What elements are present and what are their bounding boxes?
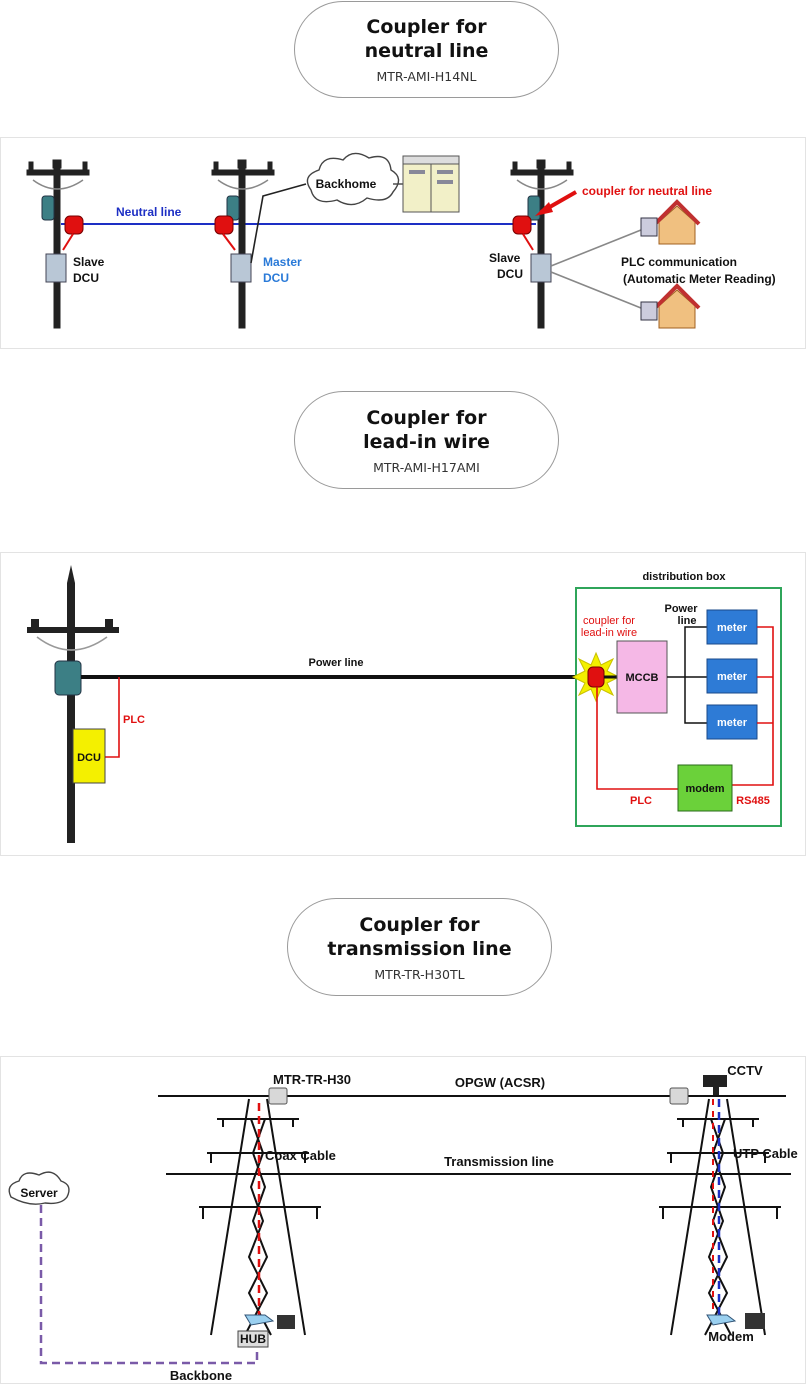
distribution-box-label: distribution box xyxy=(642,571,726,583)
neutral-line-diagram-panel: Neutral line Backhome coupler for neutra… xyxy=(0,137,806,349)
transmission-line-title-2: transmission line xyxy=(327,938,512,960)
mtr-label: MTR-TR-H30 xyxy=(273,1072,351,1087)
opgw-label: OPGW (ACSR) xyxy=(455,1075,545,1090)
server-cloud-icon xyxy=(8,1171,70,1205)
meter-label-2: meter xyxy=(717,671,748,683)
coupler-icon-3 xyxy=(512,215,532,235)
coupler-neutral-label: coupler for neutral line xyxy=(582,184,712,198)
server-cabinet-icon xyxy=(402,155,460,213)
power-line-label: Power line xyxy=(308,657,363,669)
meter-label-1: meter xyxy=(717,622,748,634)
neutral-line-model: MTR-AMI-H14NL xyxy=(376,69,477,84)
coupler-icon-2 xyxy=(214,215,234,235)
dcu-box-icon xyxy=(230,253,252,283)
neutral-line-diagram: Neutral line Backhome coupler for neutra… xyxy=(26,152,776,329)
meter-label-3: meter xyxy=(717,717,748,729)
master-dcu-label-1: Master xyxy=(263,255,302,269)
pole-master xyxy=(211,159,275,329)
backhome-label: Backhome xyxy=(316,177,377,191)
mtr-coupler-icon xyxy=(268,1087,288,1105)
hub-device-icon xyxy=(237,1314,295,1348)
lead-in-wire-diagram: Power line PLC DCU distribution box coup… xyxy=(27,565,782,843)
backbone-label: Backbone xyxy=(170,1368,232,1383)
dcu-box-icon xyxy=(45,253,67,283)
plc-bottom-label: PLC xyxy=(630,795,652,807)
meter-box-1 xyxy=(706,609,758,645)
rs485-label: RS485 xyxy=(736,795,770,807)
backhome-cloud-icon xyxy=(306,152,400,206)
transmission-line-model: MTR-TR-H30TL xyxy=(374,967,465,982)
inner-power-label-1: Power xyxy=(664,603,698,615)
cctv-label: CCTV xyxy=(727,1063,763,1078)
dcu-box-icon xyxy=(530,253,552,283)
cctv-camera-icon xyxy=(703,1075,727,1095)
transmission-line-title-1: Coupler for xyxy=(359,914,480,936)
lead-in-wire-title-2: lead-in wire xyxy=(363,431,490,453)
modem-box xyxy=(677,764,733,812)
lead-in-wire-title-1: Coupler for xyxy=(366,407,487,429)
house-icon xyxy=(640,283,701,329)
slave-dcu-right-label-1: Slave xyxy=(489,251,521,265)
meter-box-3 xyxy=(706,704,758,740)
inner-power-label-2: line xyxy=(678,615,697,627)
coupler-icon-1 xyxy=(64,215,84,235)
master-dcu-label-2: DCU xyxy=(263,271,289,285)
slave-dcu-left-label-2: DCU xyxy=(73,271,99,285)
dcu-box xyxy=(72,728,106,784)
modem-transmission-label: Modem xyxy=(708,1329,754,1344)
plc-communication-label: PLC communication xyxy=(621,255,737,269)
neutral-line-label: Neutral line xyxy=(116,205,182,219)
mtr-coupler-icon xyxy=(669,1087,689,1105)
pole-slave-right xyxy=(510,159,574,329)
amr-label: (Automatic Meter Reading) xyxy=(623,272,776,286)
modem-device-icon xyxy=(706,1313,765,1329)
distribution-box-frame xyxy=(575,587,782,827)
hub-label: HUB xyxy=(240,1332,266,1346)
transformer-icon xyxy=(54,660,82,696)
house-icon xyxy=(640,199,701,245)
coupler-lead-in-label-1: coupler for xyxy=(583,615,635,627)
slave-dcu-right-label-2: DCU xyxy=(497,267,523,281)
pole-slave-left xyxy=(26,159,90,329)
transmission-line-diagram: MTR-TR-H30 OPGW (ACSR) CCTV Coax Cable T… xyxy=(8,1063,798,1383)
lead-in-coupler-icon xyxy=(587,666,605,688)
coupler-lead-in-label-2: lead-in wire xyxy=(581,627,637,639)
lead-in-wire-title-pill: Coupler for lead-in wire MTR-AMI-H17AMI xyxy=(294,391,559,489)
transmission-line-title-pill: Coupler for transmission line MTR-TR-H30… xyxy=(287,898,552,996)
meter-box-2 xyxy=(706,658,758,694)
neutral-line-title-2: neutral line xyxy=(364,40,489,62)
transformer-icon xyxy=(41,195,55,221)
server-label: Server xyxy=(20,1186,58,1200)
mccb-box xyxy=(616,640,668,714)
neutral-line-title-pill: Coupler for neutral line MTR-AMI-H14NL xyxy=(294,1,559,98)
slave-dcu-left-label-1: Slave xyxy=(73,255,105,269)
transmission-line-diagram-panel: MTR-TR-H30 OPGW (ACSR) CCTV Coax Cable T… xyxy=(0,1056,806,1384)
transmission-line-label: Transmission line xyxy=(444,1154,554,1169)
lead-in-wire-diagram-panel: Power line PLC DCU distribution box coup… xyxy=(0,552,806,856)
dcu-label: DCU xyxy=(77,752,101,764)
modem-label: modem xyxy=(685,783,724,795)
mccb-label: MCCB xyxy=(626,672,659,684)
coax-cable-label: Coax Cable xyxy=(265,1148,336,1163)
plc-left-label: PLC xyxy=(123,714,145,726)
utp-cable-label: UTP Cable xyxy=(733,1146,798,1161)
utility-pole xyxy=(27,565,119,843)
transformer-icon xyxy=(527,195,541,221)
lattice-tower-left xyxy=(199,1098,321,1336)
neutral-line-title-1: Coupler for xyxy=(366,16,487,38)
lead-in-wire-model: MTR-AMI-H17AMI xyxy=(373,460,480,475)
